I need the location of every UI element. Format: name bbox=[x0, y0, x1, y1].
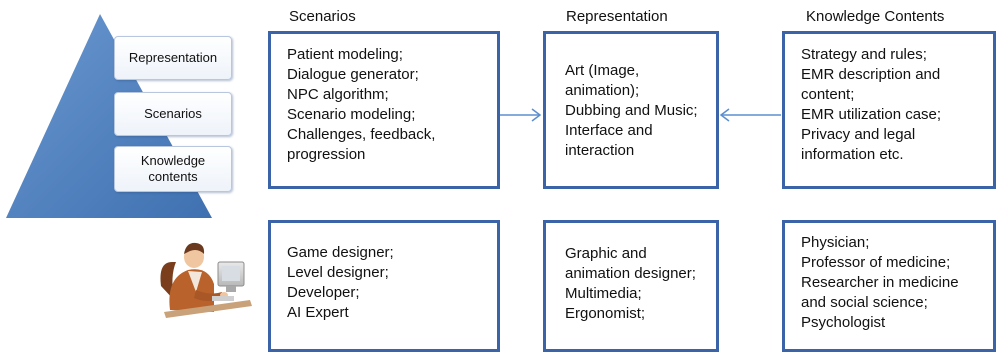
list-item: Dialogue generator; bbox=[287, 66, 419, 83]
list-item: information etc. bbox=[801, 146, 904, 163]
list-item: animation); bbox=[565, 82, 640, 99]
pyramid-level-label: Scenarios bbox=[144, 106, 202, 121]
person-at-computer-icon bbox=[160, 242, 252, 318]
list-item: animation designer; bbox=[565, 265, 696, 282]
list-item: Researcher in medicine bbox=[801, 274, 959, 291]
list-item: Game designer; bbox=[287, 244, 394, 261]
header-knowledge-contents: Knowledge Contents bbox=[806, 8, 945, 25]
list-item: Developer; bbox=[287, 284, 360, 301]
arrow-scenarios-to-representation bbox=[500, 108, 542, 122]
list-item: content; bbox=[801, 86, 855, 103]
knowledge-contents-box: Strategy and rules; EMR description and … bbox=[782, 31, 996, 189]
list-item: Challenges, feedback, bbox=[287, 126, 436, 143]
list-item: interaction bbox=[565, 142, 635, 159]
pyramid-level-knowledge-contents: Knowledge contents bbox=[114, 146, 232, 192]
list-item: Privacy and legal bbox=[801, 126, 916, 143]
list-item: Dubbing and Music; bbox=[565, 102, 698, 119]
list-item: Patient modeling; bbox=[287, 46, 403, 63]
pyramid-level-scenarios: Scenarios bbox=[114, 92, 232, 136]
list-item: EMR description and bbox=[801, 66, 941, 83]
pyramid-level-label: Knowledge contents bbox=[140, 153, 206, 184]
scenarios-box: Patient modeling; Dialogue generator; NP… bbox=[268, 31, 500, 189]
pyramid-level-representation: Representation bbox=[114, 36, 232, 80]
list-item: Professor of medicine; bbox=[801, 254, 951, 271]
list-item: EMR utilization case; bbox=[801, 106, 942, 123]
list-item: Physician; bbox=[801, 234, 870, 251]
list-item: Ergonomist; bbox=[565, 305, 646, 322]
scenarios-roles-box: Game designer; Level designer; Developer… bbox=[268, 220, 500, 352]
list-item: and social science; bbox=[801, 294, 928, 311]
list-item: Graphic and bbox=[565, 245, 647, 262]
arrow-knowledge-to-representation bbox=[719, 108, 781, 122]
list-item: Psychologist bbox=[801, 314, 886, 331]
list-item: NPC algorithm; bbox=[287, 86, 389, 103]
list-item: Art (Image, bbox=[565, 62, 640, 79]
list-item: progression bbox=[287, 146, 366, 163]
representation-roles-box: Graphic and animation designer; Multimed… bbox=[543, 220, 719, 352]
list-item: Level designer; bbox=[287, 264, 389, 281]
list-item: Multimedia; bbox=[565, 285, 642, 302]
knowledge-roles-box: Physician; Professor of medicine; Resear… bbox=[782, 220, 996, 352]
pyramid-level-label: Representation bbox=[128, 50, 218, 65]
header-representation: Representation bbox=[566, 8, 668, 25]
representation-box: Art (Image, animation); Dubbing and Musi… bbox=[543, 31, 719, 189]
header-scenarios: Scenarios bbox=[289, 8, 356, 25]
list-item: Interface and bbox=[565, 122, 653, 139]
list-item: Scenario modeling; bbox=[287, 106, 416, 123]
list-item: AI Expert bbox=[287, 304, 349, 321]
list-item: Strategy and rules; bbox=[801, 46, 927, 63]
